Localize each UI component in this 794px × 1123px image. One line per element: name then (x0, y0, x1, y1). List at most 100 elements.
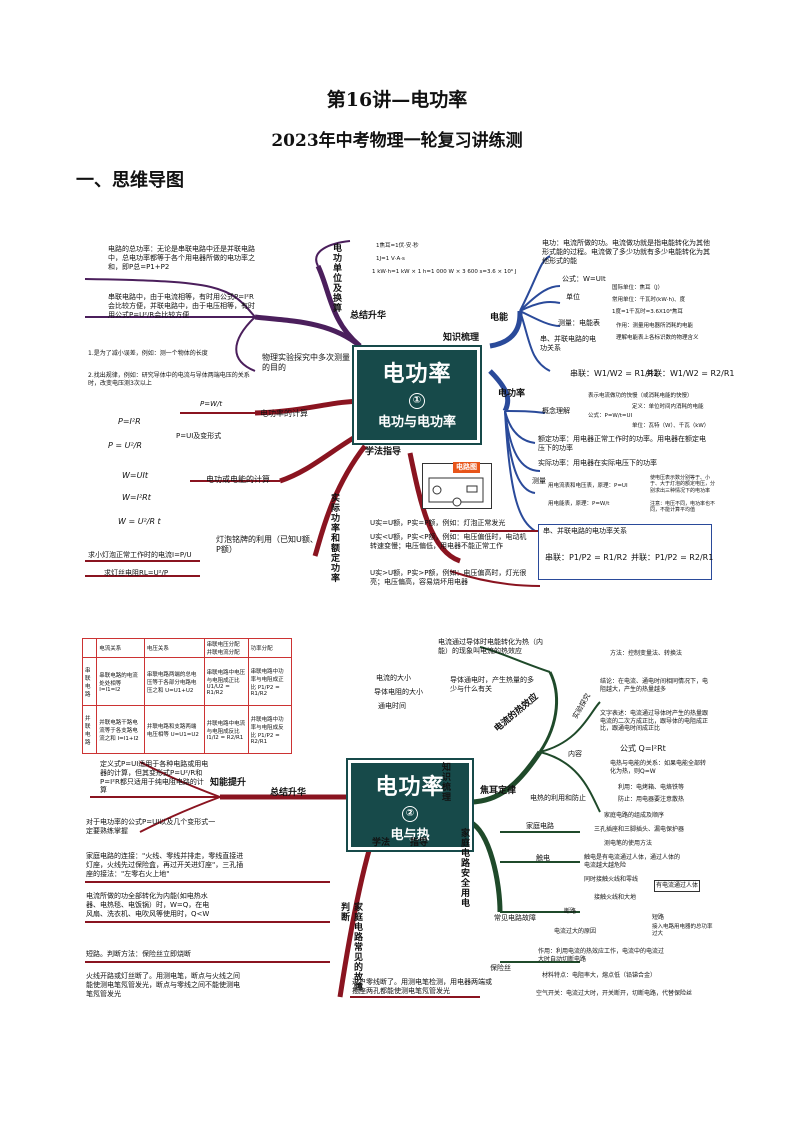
branch-unit: 电功单位及换算 (331, 243, 341, 313)
home-3: 测电笔的使用方法 (604, 840, 653, 847)
branch-knowledge: 知识梳理 (443, 333, 480, 343)
rated-power: 额定功率：用电器正常工作时的功率。用电器在额定电压下的功率 (538, 435, 706, 452)
parallel-work: 并联：W1/W2 = R2/R1 (646, 369, 735, 378)
factor-i: 电流的大小 (376, 674, 411, 682)
concept-4: 单位：瓦特（W）、千瓦（kW） (632, 423, 710, 429)
energy-relation: 串、并联电路的电功关系 (540, 335, 596, 352)
table-cell: 并联电路和支路两端电压相等 U=U1=U2 (143, 705, 205, 754)
actual-case-3: U实>U额，P实>P额，例如：电压偏高时，灯光很亮；电压偏高，容易烧坏用电器 (370, 569, 527, 586)
table-header-2: 电压关系 (143, 638, 205, 658)
note-open: 火线开路或灯丝断了。用测电笔，断点与火线之间能使测电笔氖管发光，断点与零线之间不… (86, 972, 240, 998)
formula-ui: P=UI及变形式 (176, 432, 222, 440)
fuse-title: 保险丝 (490, 964, 511, 972)
table-cell: 并联电路 (81, 705, 98, 754)
branch2-guide: 指导 (410, 838, 429, 848)
measure-2: 用电能表，原理：P=W/t (548, 501, 610, 507)
exp-method: 方法：控制变量法、转换法 (610, 650, 683, 657)
series-power: 串联：P1/P2 = R1/R2 (545, 553, 628, 562)
table-cell: 串联电路 (81, 657, 98, 706)
page-subtitle: 2023年中考物理一轮复习讲练测 (271, 131, 523, 151)
unit-3: 1 kW·h=1 kW × 1 h=1 000 W × 3 600 s=3.6 … (372, 269, 517, 275)
concept-3: 公式：P=W/t=UI (588, 413, 633, 419)
home-1: 家庭电路的组成及顺序 (604, 812, 665, 819)
shock-4: 接触火线和大地 (594, 894, 637, 901)
bulb-title: 灯泡铭牌的利用（已知U额、P额） (216, 535, 318, 554)
table-cell: 串联电路两端的总电压等于各部分电路电压之和 U=U1+U2 (143, 657, 205, 706)
mind-map-2-branches (85, 646, 601, 998)
formula-wt: P=W/t (200, 400, 223, 408)
tester-note: 进户零线断了。用测电笔检测，用电器两端或插座两孔都能使测电笔氖管发光 (352, 978, 492, 995)
table-header-0 (81, 638, 98, 658)
center-subtitle: 电功与电功率 (377, 415, 456, 430)
fault-title: 常见电路故障 (494, 914, 536, 922)
branch2-knowledge: 知识梳理 (440, 762, 450, 802)
center-number-2: ② (402, 806, 418, 822)
actual-power: 实际功率：用电器在实际电压下的功率 (538, 459, 657, 467)
unit-a: 国际单位：焦耳（J） (612, 285, 664, 291)
branch-summary: 总结升华 (350, 311, 387, 321)
table-cell: 串联电路的电流处处相等 I=I1=I2 (96, 657, 145, 706)
shock-2: 同时接触火线和零线 (584, 876, 639, 883)
branch2-joule: 焦耳定律 (480, 786, 517, 796)
measure-title: 测量 (532, 477, 546, 485)
fuse-1: 作用：利用电流的热效应工作，电流中的电流过大时自动切断电路 (538, 948, 665, 963)
series-work: 串联：W1/W2 = R1/R2 (570, 369, 659, 378)
circuit-diagram: 电路图 (422, 462, 492, 509)
mind-map-2: 电流关系 电压关系 串联电压分配 并联电流分配 功率分配 串联电路 串联电路的电… (80, 632, 720, 1012)
actual-case-1: U实=U额，P实=P额，例如：灯泡正常发光 (370, 519, 506, 527)
unit-b: 常用单位：千瓦时(kW·h)、度 (612, 297, 686, 303)
content-formula: 公式 Q=I²Rt (620, 744, 666, 753)
table-cell: 并联电路干路电流等于各支路电流之和 I=I1+I2 (96, 705, 145, 754)
table-header-4: 功率分配 (247, 638, 293, 658)
parallel-power: 并联：P1/P2 = R2/R1 (631, 553, 714, 562)
use-2: 防止：用电器要注意散热 (618, 796, 685, 803)
energy-measure: 测量：电能表 (558, 319, 600, 327)
use-1: 利用：电烤箱、电烙铁等 (618, 784, 685, 791)
circuit-icon (428, 477, 484, 507)
heat-use: 电热的利用和防止 (530, 794, 586, 802)
formula-w-u2rt: W = U²/R t (118, 517, 161, 526)
fault-short: 短路 (652, 914, 665, 921)
branch2-ability: 知能提升 (210, 778, 247, 788)
power-relation-box: 串、并联电路的电功率关系 串联：P1/P2 = R1/R2 并联：P1/P2 =… (538, 524, 714, 580)
branch2-study: 学法 (372, 838, 391, 848)
measure-1: 用电流表和电压表，原理：P=UI (548, 483, 628, 489)
section-heading: 一、思维导图 (76, 170, 184, 191)
content-title: 内容 (568, 750, 582, 758)
measure-3: 使电压表示数分别等于、小于、大于灯泡的额定电压，分别求出三种情况下的电功率 (650, 475, 716, 494)
page-title: 第16讲—电功率 (326, 89, 468, 111)
fault-overload: 接入电路用电器的总功率过大 (652, 924, 713, 937)
heat-effect: 电流通过导体时电能转化为热（内能）的现象叫电流的热效应 (438, 638, 543, 655)
center-title-2: 电功率 (375, 775, 445, 800)
meter-1: 作用：测量用电器所消耗的电能 (616, 323, 694, 329)
bulb-current: 求小灯泡正常工作时的电流I=P/U (88, 551, 192, 559)
table-cell: 并联电路中功率与电阻成反比 P1/P2 = R2/R1 (247, 705, 293, 754)
unit-2: 1J=1 V·A·s (376, 256, 405, 262)
note-def: 定义式P=UI适用于各种电路或用电器的计算，但其变形式P=U²/R和P=I²R都… (100, 760, 209, 795)
branch-energy: 电能 (490, 313, 509, 323)
concept-2: 定义：单位时间内消耗的电能 (632, 404, 704, 410)
energy-formula: 公式：W=UIt (562, 275, 606, 283)
unit-1: 1焦耳=1伏·安·秒 (376, 243, 419, 249)
note-def2: 对于电功率的公式P=UI以及几个变形式一定要熟练掌握 (86, 818, 216, 835)
fault-cause: 电流过大的原因 (554, 928, 597, 935)
energy-definition: 电功：电流所做的功。电流做功就是指电能转化为其他形式能的过程。电流做了多少功就有… (542, 239, 710, 265)
measure-4: 注意：电压不同，电功率也不同，不能计算平均值 (650, 501, 716, 514)
calc-title: 电功率的计算 (260, 409, 308, 418)
table-cell: 并联电路中电流与电阻成反比 I1/I2 = R2/R1 (203, 705, 249, 754)
note-total-power: 电路的总功率：无论是串联电路中还是并联电路中，总电功率都等于各个用电器所做的电功… (108, 245, 255, 271)
branch2-summary: 总结升华 (270, 788, 307, 798)
actual-case-2: U实<U额，P实<P额，例如：电压偏低时，电动机转速变慢；电压偏低，用电器不能正… (370, 533, 527, 550)
work-title: 电功或电能的计算 (206, 475, 270, 484)
concept-1: 表示电流做功的快慢（或消耗电能的快慢） (588, 393, 693, 399)
shock-title: 触电 (536, 854, 550, 862)
fault-open: 断路 (564, 908, 577, 915)
bulb-resistance: 求灯丝电阻RL=U²/P (104, 569, 169, 577)
exp-title: 物理实验探究中多次测量的目的 (262, 353, 350, 372)
mind-map-1: 电功率 ① 电功与电功率 总结升华 知识梳理 电能 电功率 学法指导 电功单位及… (80, 231, 734, 609)
factor-r: 导体电阻的大小 (374, 688, 423, 696)
power-relation-title: 串、并联电路的电功率关系 (543, 527, 627, 535)
formula-u2r: P = U²/R (108, 441, 142, 450)
exp-conclusion: 结论：在电流、通电时间相同情况下，电阻越大，产生的热量越多 (600, 678, 709, 693)
center-node-2: 电功率 ② 电与热 (346, 758, 474, 852)
